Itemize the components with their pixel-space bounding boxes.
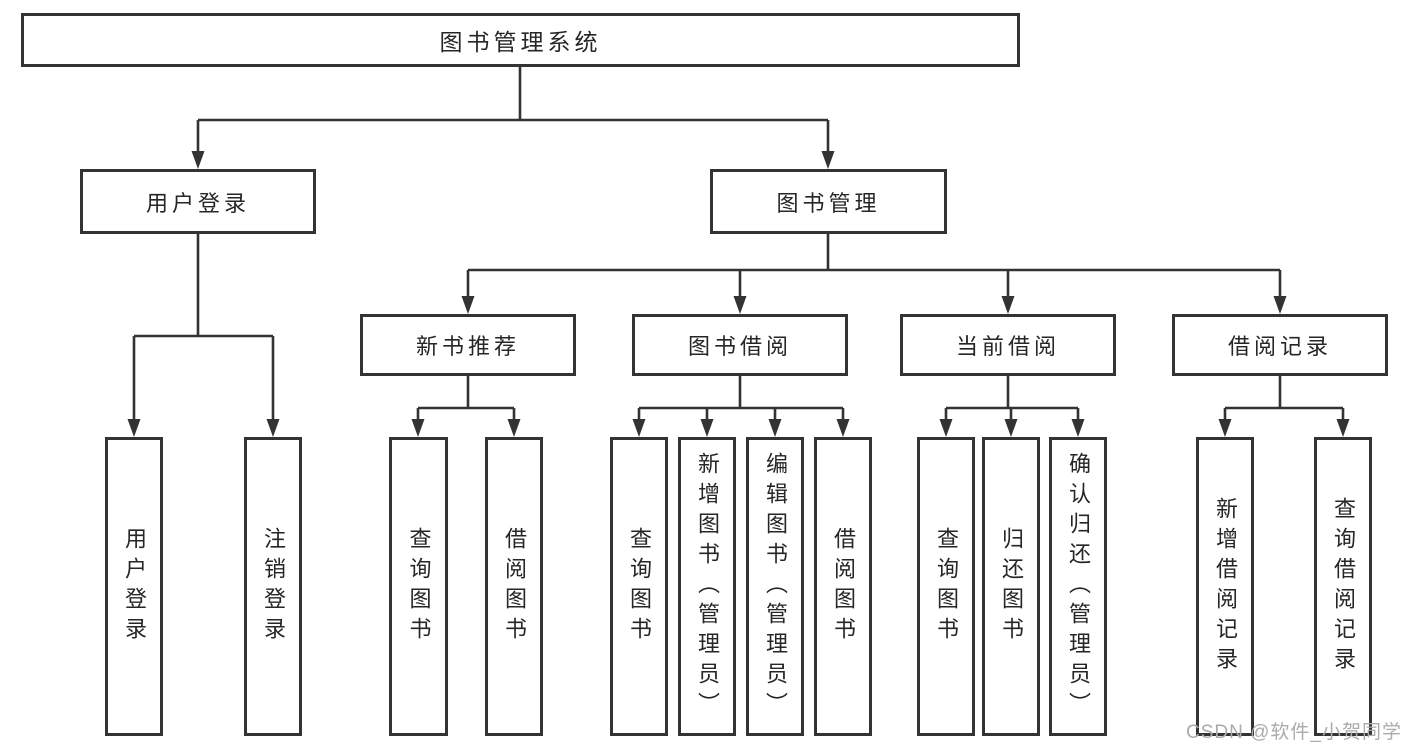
leaf-edit-book-admin: 编辑图书（管理员） <box>746 437 804 736</box>
leaf-borrow-books-recommend: 借阅图书 <box>485 437 543 736</box>
node-borrowing-records-label: 借阅记录 <box>1227 334 1332 359</box>
node-user-login: 用户登录 <box>80 169 316 234</box>
leaf-user-login: 用户登录 <box>105 437 163 736</box>
leaf-query-books-recommend-label: 查询图书 <box>406 526 432 647</box>
leaf-borrow-books-borrowing-label: 借阅图书 <box>831 526 856 647</box>
leaf-add-book-admin: 新增图书（管理员） <box>678 437 736 736</box>
node-root: 图书管理系统 <box>21 13 1020 67</box>
node-root-label: 图书管理系统 <box>439 29 602 55</box>
leaf-query-borrow-record-label: 查询借阅记录 <box>1331 496 1356 677</box>
leaf-logout: 注销登录 <box>244 437 302 736</box>
leaf-add-borrow-record: 新增借阅记录 <box>1196 437 1254 736</box>
leaf-query-books-borrowing-label: 查询图书 <box>627 526 652 647</box>
node-new-book-recommend-label: 新书推荐 <box>415 334 520 359</box>
node-book-management-label: 图书管理 <box>776 190 881 216</box>
node-new-book-recommend: 新书推荐 <box>360 314 576 376</box>
leaf-return-book-label: 归还图书 <box>999 526 1024 647</box>
node-book-borrowing: 图书借阅 <box>632 314 848 376</box>
leaf-user-login-label: 用户登录 <box>122 526 147 647</box>
leaf-query-borrow-record: 查询借阅记录 <box>1314 437 1372 736</box>
leaf-add-book-admin-label: 新增图书（管理员） <box>695 451 720 722</box>
csdn-watermark: CSDN @软件_小贺同学 <box>1186 722 1402 743</box>
node-current-borrowing-label: 当前借阅 <box>955 334 1060 359</box>
leaf-query-books-current-label: 查询图书 <box>934 526 959 647</box>
node-book-management: 图书管理 <box>710 169 947 234</box>
node-current-borrowing: 当前借阅 <box>900 314 1116 376</box>
leaf-confirm-return-admin-label: 确认归还（管理员） <box>1066 451 1091 722</box>
leaf-confirm-return-admin: 确认归还（管理员） <box>1049 437 1107 736</box>
leaf-query-books-recommend: 查询图书 <box>389 437 448 736</box>
leaf-borrow-books-recommend-label: 借阅图书 <box>502 526 527 647</box>
node-borrowing-records: 借阅记录 <box>1172 314 1388 376</box>
leaf-add-borrow-record-label: 新增借阅记录 <box>1213 496 1238 677</box>
leaf-logout-label: 注销登录 <box>261 526 286 647</box>
leaf-return-book: 归还图书 <box>982 437 1040 736</box>
leaf-query-books-current: 查询图书 <box>917 437 975 736</box>
leaf-query-books-borrowing: 查询图书 <box>610 437 668 736</box>
leaf-edit-book-admin-label: 编辑图书（管理员） <box>763 451 788 722</box>
node-book-borrowing-label: 图书借阅 <box>687 334 792 359</box>
node-user-login-label: 用户登录 <box>145 190 250 216</box>
leaf-borrow-books-borrowing: 借阅图书 <box>814 437 872 736</box>
